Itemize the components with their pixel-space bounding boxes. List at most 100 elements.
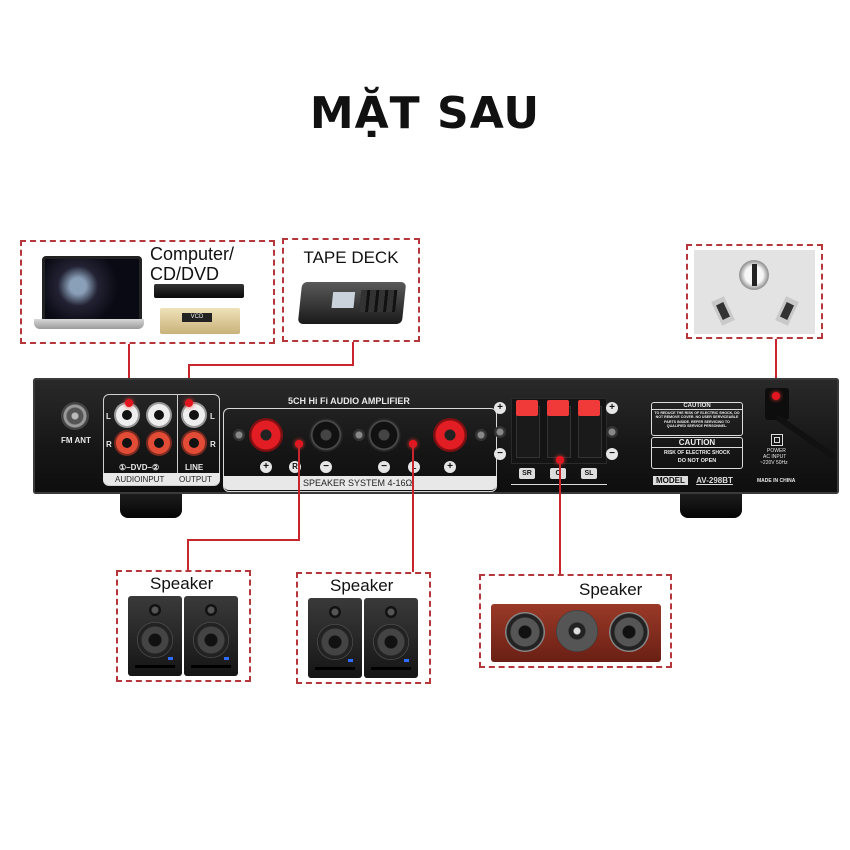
channel-tag-sl: SL	[581, 468, 597, 479]
input-l-label: L	[106, 412, 111, 421]
panel-screw	[353, 429, 365, 441]
amplifier-foot-right	[680, 494, 742, 518]
line-output-label: LINE	[185, 463, 204, 472]
caution-2-line1: RISK OF ELECTRIC SHOCK	[663, 450, 731, 456]
speaker-icon	[364, 598, 418, 678]
clip-lever-sl[interactable]	[578, 400, 600, 416]
power-label-line3: ~220V 50Hz	[760, 460, 788, 466]
connection-dot-line-out	[185, 399, 193, 407]
speaker-box-front-left: Speaker	[296, 572, 431, 684]
power-label-line2: AC INPUT	[763, 454, 787, 460]
rca-line-out-left[interactable]	[183, 404, 205, 426]
surround-minus-right: −	[606, 448, 618, 460]
source-label-computer-line1: Computer/	[150, 244, 235, 264]
audio-output-label: OUTPUT	[179, 475, 212, 484]
center-speaker-icon	[491, 604, 661, 662]
surround-plus-left: +	[494, 402, 506, 414]
source-box-tape-deck: TAPE DECK	[282, 238, 420, 342]
wire-power-vertical	[775, 339, 777, 396]
power-outlet-icon	[694, 250, 815, 334]
rca-input-2-left[interactable]	[148, 404, 170, 426]
audio-input-label: AUDIOINPUT	[115, 475, 165, 484]
panel-screw	[606, 426, 618, 438]
vcd-player-icon: VCD	[160, 308, 240, 334]
symbol-minus-left: −	[378, 461, 390, 473]
binding-post-left-minus[interactable]	[367, 418, 401, 452]
source-box-power-outlet	[686, 244, 823, 339]
input-r-label: R	[106, 440, 112, 449]
power-label-line1: POWER	[767, 448, 786, 454]
caution-label-2: CAUTION RISK OF ELECTRIC SHOCK DO NOT OP…	[651, 437, 743, 469]
io-label-strip	[103, 473, 220, 485]
wire-front-right-horizontal	[187, 539, 300, 541]
page-title: MẶT SAU	[309, 88, 541, 139]
binding-post-right-minus[interactable]	[309, 418, 343, 452]
amplifier-rear-panel: FM ANT L R L R ①–DVD–② LINE AUDIOINPUT O…	[33, 378, 839, 494]
panel-screw	[233, 429, 245, 441]
speaker-system-strip	[223, 476, 497, 490]
wire-center-vertical	[559, 460, 561, 574]
double-insulation-icon	[771, 434, 783, 446]
audio-io-panel	[103, 394, 220, 486]
wire-tape-deck-vertical	[352, 342, 354, 366]
tape-deck-icon	[297, 282, 407, 324]
wire-tape-deck-horizontal	[188, 364, 354, 366]
made-in-label: MADE IN CHINA	[757, 478, 796, 484]
clip-lever-sr[interactable]	[516, 400, 538, 416]
speaker-box-center: Speaker	[479, 574, 672, 668]
source-label-computer-line2: CD/DVD	[150, 264, 220, 284]
model-prefix: MODEL	[653, 476, 688, 485]
binding-post-left-plus[interactable]	[433, 418, 467, 452]
model-number: AV-298BT	[696, 476, 733, 485]
audio-io-divider	[177, 394, 178, 484]
surround-minus-left: −	[494, 448, 506, 460]
output-r-label: R	[210, 440, 216, 449]
speaker-icon	[184, 596, 238, 676]
fm-ant-label: FM ANT	[61, 436, 91, 445]
wire-front-left	[412, 444, 414, 572]
clip-lever-c[interactable]	[547, 400, 569, 416]
symbol-l: L	[408, 461, 420, 473]
laptop-icon	[34, 256, 144, 336]
channel-tag-sr: SR	[519, 468, 535, 479]
caution-1-title: CAUTION	[652, 403, 742, 410]
amplifier-panel-title: 5CH Hi Fi AUDIO AMPLIFIER	[288, 396, 410, 406]
speaker-label-1: Speaker	[150, 574, 214, 593]
wire-computer-to-input	[128, 344, 130, 404]
wire-front-right-down	[187, 539, 189, 571]
connection-dot-input	[125, 399, 133, 407]
panel-screw	[494, 426, 506, 438]
caution-2-line2: DO NOT OPEN	[677, 458, 717, 464]
channel-tag-c: C	[550, 468, 566, 479]
output-l-label: L	[210, 412, 215, 421]
symbol-minus-right: −	[320, 461, 332, 473]
binding-post-right-plus[interactable]	[249, 418, 283, 452]
dvd-input-label: ①–DVD–②	[119, 463, 160, 472]
speaker-box-front-right: Speaker	[116, 570, 251, 682]
wire-front-right-vertical	[298, 444, 300, 540]
source-label-tape-deck: TAPE DECK	[303, 248, 399, 267]
caution-label-1: CAUTION TO REDUCE THE RISK OF ELECTRIC S…	[651, 402, 743, 436]
vcd-display: VCD	[182, 313, 212, 322]
speaker-label-3: Speaker	[579, 580, 643, 599]
rca-input-2-right[interactable]	[148, 432, 170, 454]
rca-input-1-left[interactable]	[116, 404, 138, 426]
caution-1-text: TO REDUCE THE RISK OF ELECTRIC SHOCK, DO…	[654, 411, 740, 428]
amplifier-foot-left	[120, 494, 182, 518]
caution-2-title: CAUTION	[652, 438, 742, 448]
speaker-system-label: SPEAKER SYSTEM 4-16Ω	[303, 478, 413, 488]
symbol-plus-right: +	[260, 461, 272, 473]
source-box-computer-cd-dvd: Computer/ CD/DVD VCD	[20, 240, 275, 344]
panel-screw	[475, 429, 487, 441]
rca-input-1-right[interactable]	[116, 432, 138, 454]
surround-plus-right: +	[606, 402, 618, 414]
dvd-player-icon	[154, 284, 244, 298]
connection-dot-power	[772, 392, 780, 400]
rca-line-out-right[interactable]	[183, 432, 205, 454]
fm-antenna-jack[interactable]	[61, 402, 89, 430]
symbol-plus-left: +	[444, 461, 456, 473]
model-label: MODEL AV-298BT	[653, 476, 733, 485]
speaker-icon	[128, 596, 182, 676]
speaker-label-2: Speaker	[330, 576, 394, 595]
speaker-icon	[308, 598, 362, 678]
